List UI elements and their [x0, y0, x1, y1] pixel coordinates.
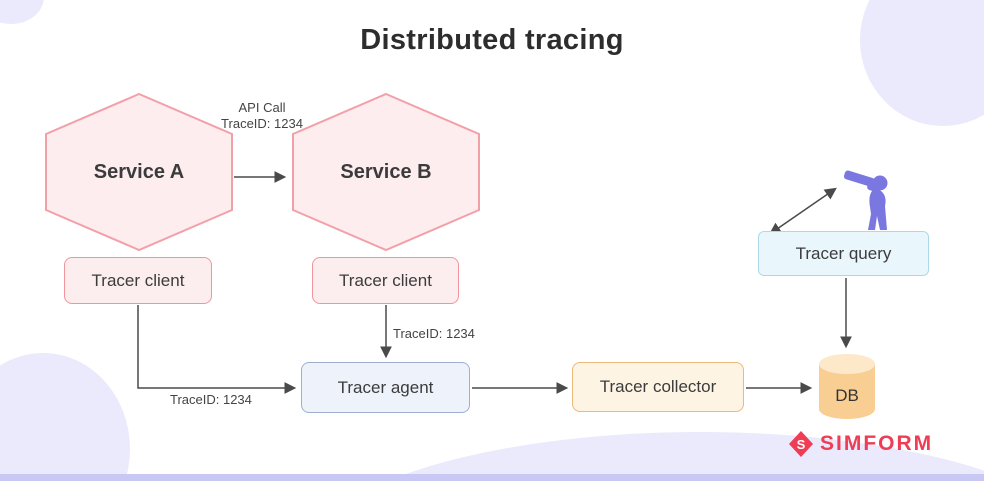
arrow-query-person-bidirectional — [768, 187, 837, 235]
node-service-a: Service A — [44, 92, 234, 252]
hexagon-shape — [292, 92, 480, 252]
api-call-label-line1: API Call — [238, 100, 286, 115]
traceid-label-client-b: TraceID: 1234 — [393, 326, 475, 341]
node-tracer-client-a: Tracer client — [64, 257, 212, 304]
simform-logo-text: SIMFORM — [820, 432, 934, 455]
node-tracer-client-b: Tracer client — [312, 257, 459, 304]
bg-bottom-strip — [0, 474, 984, 481]
service-b-label: Service B — [340, 160, 432, 183]
bg-blob-top-left — [0, 0, 44, 24]
logo-mark-letter: S — [797, 437, 806, 452]
node-service-b: Service B — [291, 92, 481, 252]
api-call-edge-label: API Call TraceID: 1234 — [202, 100, 322, 133]
hexagon-shape — [45, 92, 233, 252]
telescope-person-icon — [843, 170, 888, 230]
bg-blob-top-right — [860, 0, 984, 126]
db-label: DB — [835, 386, 859, 405]
traceid-label-client-a: TraceID: 1234 — [170, 392, 252, 407]
node-tracer-collector: Tracer collector — [572, 362, 744, 412]
simform-logo: S SIMFORM — [788, 430, 933, 458]
node-tracer-agent: Tracer agent — [301, 362, 470, 413]
simform-logo-mark: S — [789, 431, 813, 457]
api-call-label-line2: TraceID: 1234 — [221, 116, 303, 132]
bg-blob-bottom-left — [0, 353, 130, 481]
database-cylinder-icon — [819, 354, 875, 419]
service-a-label: Service A — [93, 160, 185, 183]
arrow-client-a-to-agent — [137, 305, 297, 394]
page-title: Distributed tracing — [360, 24, 624, 56]
node-tracer-query: Tracer query — [758, 231, 929, 276]
